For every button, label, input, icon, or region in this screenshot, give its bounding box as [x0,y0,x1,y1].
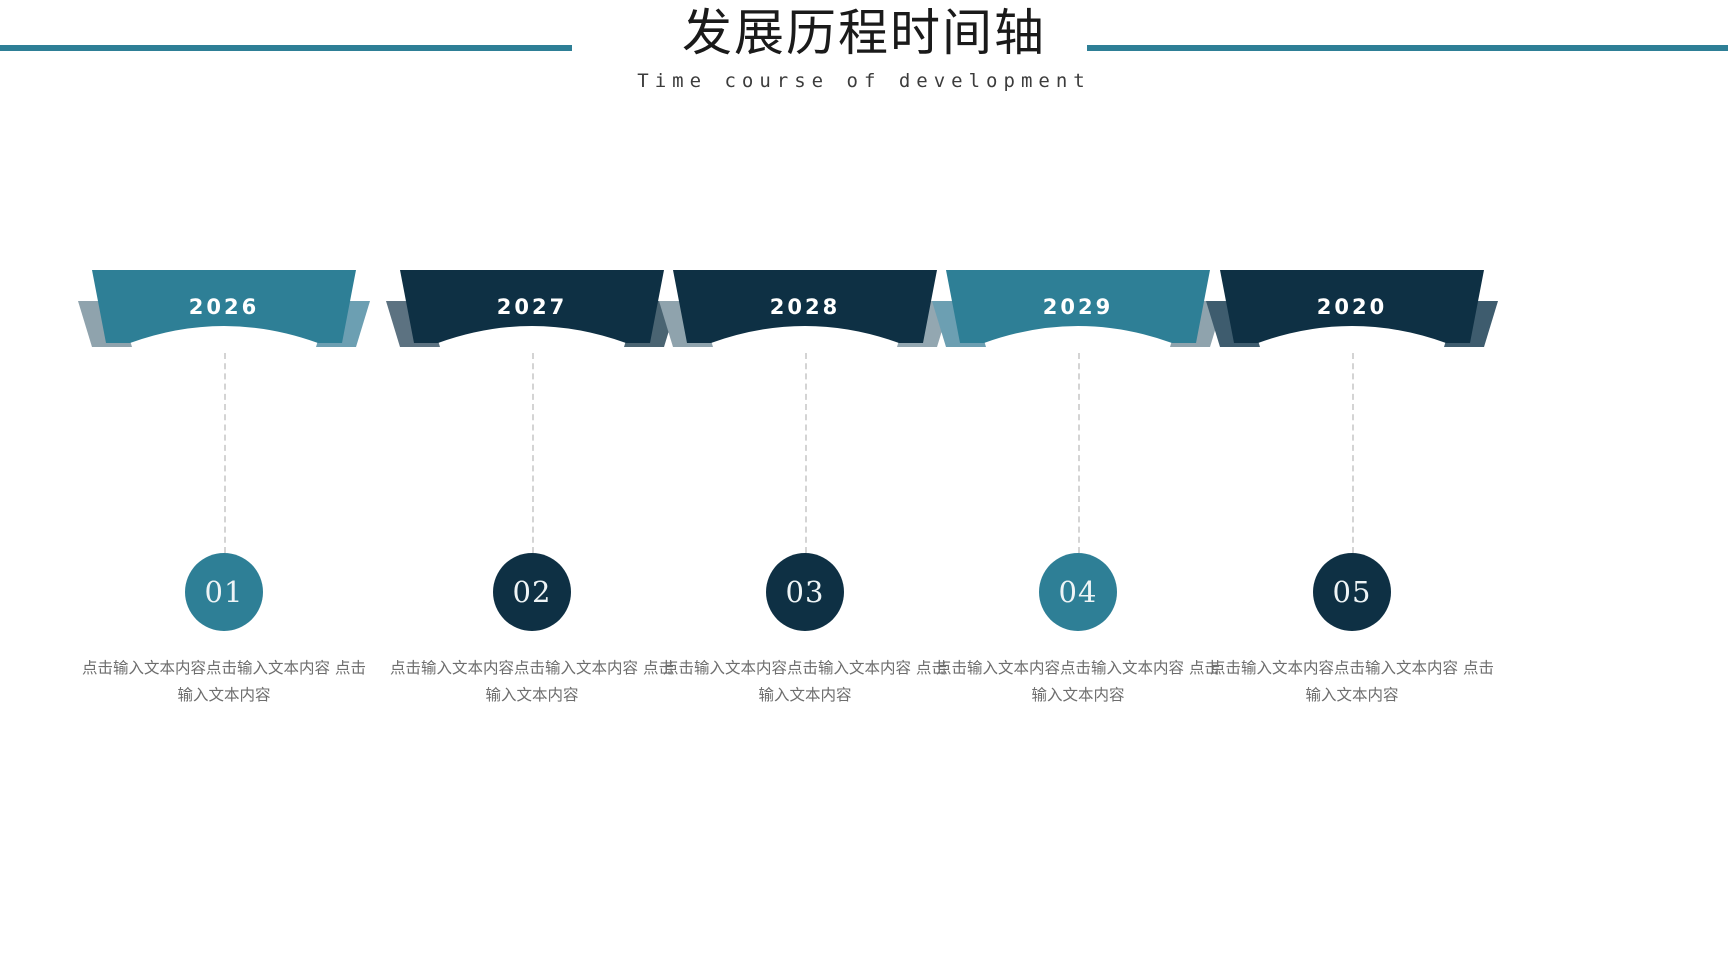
step-circle[interactable]: 03 [766,553,844,631]
title-block: 发展历程时间轴 Time course of development [0,2,1728,92]
page-title: 发展历程时间轴 [682,5,1046,61]
ribbon-body [673,270,937,343]
ribbon-shape [78,270,370,347]
step-description: 点击输入文本内容点击输入文本内容 点击输入文本内容 [936,659,1220,704]
step-circle[interactable]: 05 [1313,553,1391,631]
step-number: 04 [1058,575,1098,609]
step-description: 点击输入文本内容点击输入文本内容 点击输入文本内容 [663,659,947,704]
header-rule-right [1087,45,1728,51]
timeline-item[interactable]: 2020 05 点击输入文本内容点击输入文本内容 点击输入文本内容 [1202,265,1502,725]
timeline-banner[interactable]: 2027 [382,265,682,360]
timeline-banner[interactable]: 2029 [928,265,1228,360]
step-circle[interactable]: 04 [1039,553,1117,631]
step-number: 01 [204,575,244,609]
ribbon-shape [659,270,951,347]
ribbon-shape [1206,270,1498,347]
step-number: 02 [512,575,552,609]
page-subtitle: Time course of development [637,70,1091,92]
step-description: 点击输入文本内容点击输入文本内容 点击输入文本内容 [82,659,366,704]
connector-line [224,353,226,553]
step-circle[interactable]: 02 [493,553,571,631]
timeline-item[interactable]: 2029 04 点击输入文本内容点击输入文本内容 点击输入文本内容 [928,265,1228,725]
step-description: 点击输入文本内容点击输入文本内容 点击输入文本内容 [390,659,674,704]
connector-line [1352,353,1354,553]
connector-line [1078,353,1080,553]
timeline: 2026 01 点击输入文本内容点击输入文本内容 点击输入文本内容 2027 02 点击输… [0,265,1728,725]
timeline-item[interactable]: 2028 03 点击输入文本内容点击输入文本内容 点击输入文本内容 [655,265,955,725]
page-header: 发展历程时间轴 Time course of development [0,0,1728,120]
ribbon-body [400,270,664,343]
ribbon-body [92,270,356,343]
step-circle[interactable]: 01 [185,553,263,631]
ribbon-shape [932,270,1224,347]
step-number: 05 [1332,575,1372,609]
timeline-item[interactable]: 2026 01 点击输入文本内容点击输入文本内容 点击输入文本内容 [74,265,374,725]
timeline-banner[interactable]: 2028 [655,265,955,360]
step-number: 03 [785,575,825,609]
ribbon-shape [386,270,678,347]
connector-line [805,353,807,553]
timeline-banner[interactable]: 2026 [74,265,374,360]
timeline-banner[interactable]: 2020 [1202,265,1502,360]
ribbon-body [1220,270,1484,343]
step-description: 点击输入文本内容点击输入文本内容 点击输入文本内容 [1210,659,1494,704]
header-rule-left [0,45,572,51]
timeline-item[interactable]: 2027 02 点击输入文本内容点击输入文本内容 点击输入文本内容 [382,265,682,725]
connector-line [532,353,534,553]
ribbon-body [946,270,1210,343]
